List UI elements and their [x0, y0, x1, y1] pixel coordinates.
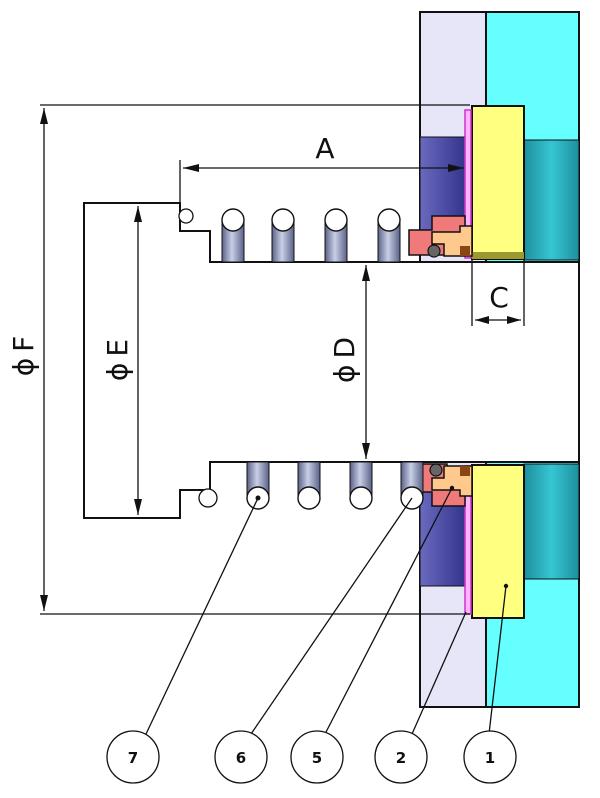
spring-coil: [246, 461, 270, 510]
balloon-label-5: 5: [312, 749, 322, 767]
stationary-seat-upper: [471, 105, 525, 260]
drive-pin-lower: [460, 466, 470, 476]
spring-end-small: [178, 208, 194, 224]
balloon-5: 5: [290, 730, 344, 784]
spring-coil: [324, 208, 348, 263]
svg-text:ϕE: ϕE: [101, 339, 134, 381]
shaft: [83, 202, 580, 519]
o-ring-upper: [427, 244, 441, 258]
diameter-symbol: ϕ: [7, 358, 40, 376]
balloon-1: 1: [463, 730, 517, 784]
dimension-label-C: C: [489, 281, 509, 314]
cyan-band-lower: [523, 463, 580, 580]
dimension-E: ϕE: [101, 206, 142, 515]
spring-coil: [377, 208, 401, 263]
spring-coil: [400, 461, 424, 510]
dimension-D: ϕD: [328, 265, 370, 459]
balloon-2: 2: [374, 730, 428, 784]
spring-coil: [221, 208, 245, 263]
springs-lower: [198, 461, 424, 510]
svg-text:ϕD: ϕD: [328, 337, 361, 383]
dimension-label-E: E: [101, 339, 134, 357]
balloon-6: 6: [214, 730, 268, 784]
o-ring-lower: [429, 463, 443, 477]
dimension-label-D: D: [328, 337, 361, 359]
stationary-seat-lower: [471, 464, 525, 619]
spring-coil: [349, 461, 373, 510]
leader-lines: [145, 485, 509, 735]
spring-coil: [297, 461, 321, 510]
spring-coil: [271, 208, 295, 263]
svg-text:ϕF: ϕF: [7, 336, 40, 377]
dimension-A: A: [179, 132, 464, 203]
balloon-label-2: 2: [396, 749, 406, 767]
dimension-F: ϕF: [7, 104, 470, 615]
gasket-upper: [464, 109, 472, 259]
springs-upper: [178, 208, 401, 263]
rotating-assembly-upper: [408, 215, 473, 258]
diameter-symbol: ϕ: [328, 365, 361, 383]
diameter-symbol: ϕ: [101, 363, 134, 381]
dimension-C: C: [471, 259, 525, 326]
balloon-label-1: 1: [485, 749, 495, 767]
seat-groove-upper: [472, 252, 524, 259]
balloon-7: 7: [106, 730, 160, 784]
drive-pin-upper: [460, 246, 470, 256]
dimension-label-F: F: [7, 336, 40, 352]
spring-end-small: [198, 488, 218, 508]
cyan-band-upper: [523, 139, 580, 261]
dimension-label-A: A: [315, 132, 334, 165]
balloon-label-7: 7: [128, 749, 138, 767]
balloon-label-6: 6: [236, 749, 246, 767]
